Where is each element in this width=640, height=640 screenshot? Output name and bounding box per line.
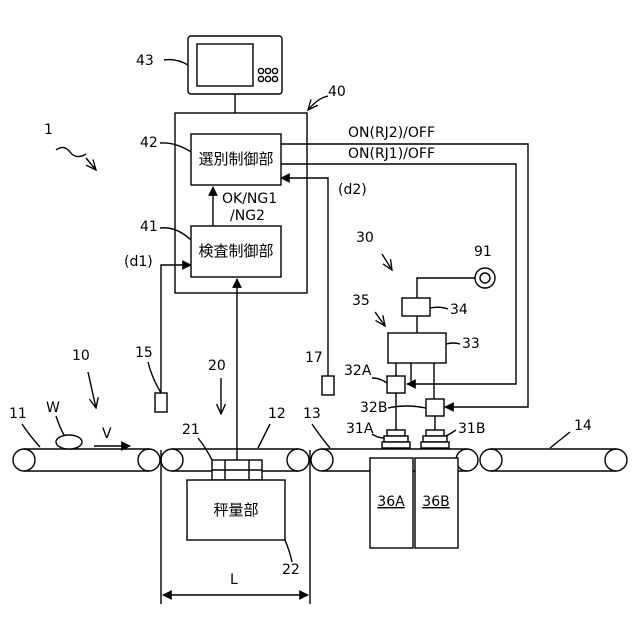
leader-33 [446, 343, 460, 344]
d1-label: (d1) [124, 254, 153, 270]
label-21: 21 [182, 422, 200, 438]
ok-ng-text-1: OK/NG1 [222, 191, 277, 207]
leader-14 [550, 432, 570, 448]
conveyor-14 [480, 449, 627, 471]
leader-31a [372, 434, 384, 438]
leader-32b [388, 406, 426, 408]
label-14: 14 [574, 418, 592, 434]
rj2-text: ON(RJ2)/OFF [348, 125, 435, 141]
leader-12 [258, 424, 270, 448]
label-10: 10 [72, 348, 90, 364]
label-35: 35 [352, 293, 370, 309]
label-40: 40 [328, 84, 346, 100]
arrow-40 [308, 96, 328, 110]
label-31a: 31A [346, 421, 374, 437]
label-34: 34 [450, 302, 468, 318]
leader-32a [372, 378, 387, 383]
label-42: 42 [140, 135, 158, 151]
sensor-15 [155, 393, 167, 412]
label-32b: 32B [360, 400, 387, 416]
leader-w [56, 416, 64, 435]
nozzle-31a [382, 430, 410, 448]
arrow-1 [86, 158, 96, 170]
label-30: 30 [356, 230, 374, 246]
bin-36b-label: 36B [422, 494, 449, 510]
display-unit [188, 36, 282, 113]
frame-21 [212, 460, 262, 480]
leader-43 [164, 60, 188, 65]
unit-34 [402, 298, 430, 316]
label-v: V [102, 426, 112, 442]
label-15: 15 [135, 345, 153, 361]
arrow-10 [88, 372, 96, 408]
unit-33 [388, 333, 446, 363]
valve-32a [387, 376, 405, 393]
label-l: L [230, 572, 238, 588]
label-22: 22 [282, 562, 300, 578]
arrow-35 [375, 312, 385, 326]
label-1: 1 [44, 122, 53, 138]
label-12: 12 [268, 406, 286, 422]
label-13: 13 [303, 406, 321, 422]
leader-15 [148, 362, 161, 393]
workpiece [56, 435, 82, 449]
label-20: 20 [208, 358, 226, 374]
label-33: 33 [462, 336, 480, 352]
selection-control-label: 選別制御部 [198, 150, 273, 168]
source-91-outer [475, 268, 495, 288]
d2-label: (d2) [338, 182, 367, 198]
leader-34 [430, 307, 448, 309]
label-31b: 31B [458, 421, 485, 437]
label-43: 43 [136, 53, 154, 69]
label-91: 91 [474, 244, 492, 260]
label-32a: 32A [344, 363, 372, 379]
leader-22 [285, 540, 292, 562]
label-w: W [46, 400, 60, 416]
conveyor-11 [13, 449, 160, 471]
source-line [417, 278, 475, 298]
inspection-control-label: 検査制御部 [198, 242, 273, 260]
arrow-30 [382, 254, 392, 270]
label-17: 17 [305, 350, 323, 366]
label-11: 11 [9, 406, 27, 422]
weigher-label: 秤量部 [213, 501, 258, 519]
nozzle-31b [421, 430, 449, 448]
sensor-17 [322, 376, 334, 395]
leader-11 [22, 424, 40, 447]
leader-31b [446, 430, 456, 436]
leader-13 [312, 424, 330, 448]
squiggle-1 [56, 147, 86, 156]
bin-36a-label: 36A [377, 494, 405, 510]
ok-ng-text-2: /NG2 [230, 208, 265, 224]
rj1-text: ON(RJ1)/OFF [348, 146, 435, 162]
label-41: 41 [140, 219, 158, 235]
valve-32b [426, 399, 444, 416]
